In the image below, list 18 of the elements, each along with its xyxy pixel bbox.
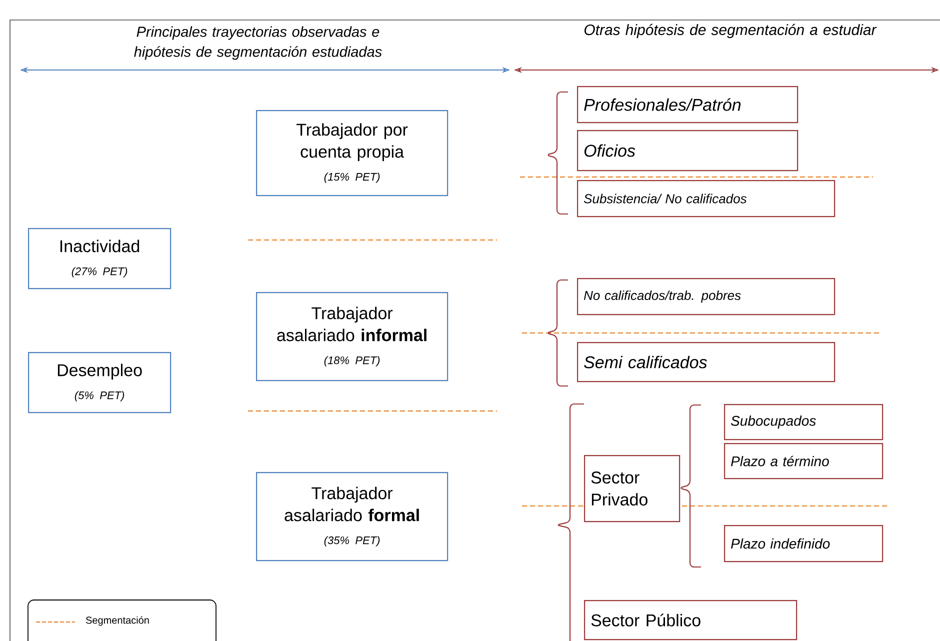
category-box: Trabajador asalariado formal (35% PET)	[256, 472, 448, 562]
category-box: Trabajador por cuenta propia (15% PET)	[256, 110, 448, 196]
header-text: Otras hipótesis de segmentación a estudiar	[584, 24, 877, 38]
category-box: Trabajador asalariado informal (18% PET)	[256, 292, 448, 382]
category-box: Semi calificados	[577, 342, 836, 382]
category-box: Sector Privado	[584, 455, 680, 522]
category-box: Oficios	[577, 130, 798, 172]
category-box: Inactividad (27% PET)	[28, 228, 172, 290]
category-box: Plazo indefinido	[724, 525, 884, 562]
category-box: Profesionales/Patrón	[577, 86, 798, 124]
legend-text: Segmentación	[86, 616, 149, 626]
category-box: Subocupados	[724, 404, 884, 440]
category-box: Plazo a término	[724, 443, 884, 480]
category-box: Subsistencia/ No calificados	[577, 180, 836, 218]
category-box: Sector Público	[584, 600, 798, 640]
category-box: No calificados/trab. pobres	[577, 278, 836, 316]
header-text: Principales trayectorias observadas e hipótesis de segmentación estudiadas	[134, 26, 382, 60]
category-box: Desempleo (5% PET)	[28, 352, 172, 414]
